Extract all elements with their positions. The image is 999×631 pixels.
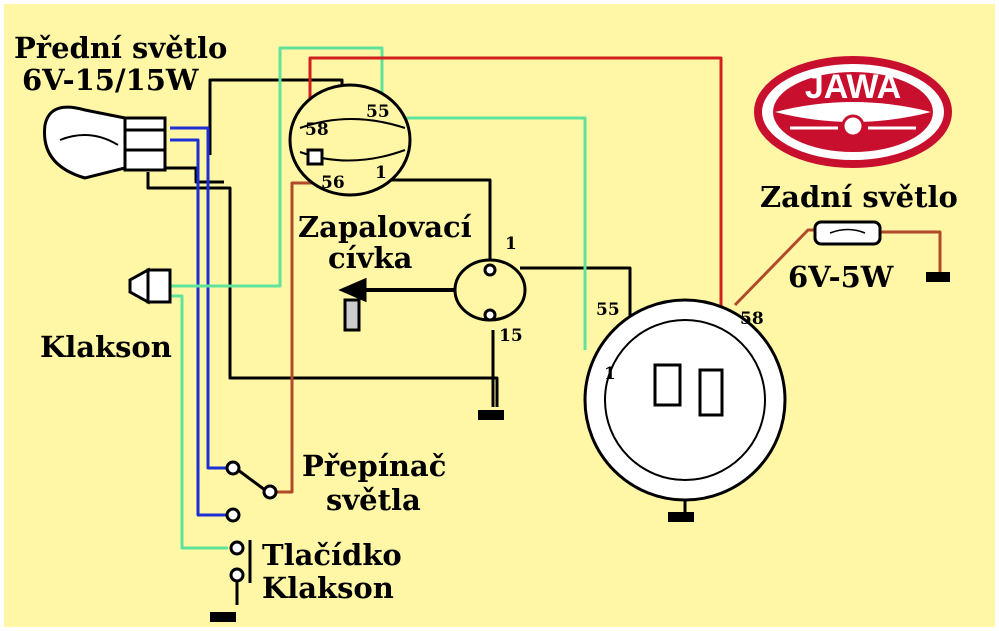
headlight-label-line1: Přední světlo xyxy=(14,31,228,65)
magneto-icon xyxy=(583,298,787,512)
ignition-coil-icon xyxy=(338,258,527,332)
terminal-coil-15: 15 xyxy=(499,326,523,346)
terminal-switch-58: 58 xyxy=(305,120,329,140)
ignition-switch-icon xyxy=(288,83,412,197)
terminal-magneto-1: 1 xyxy=(604,364,616,384)
ignition-coil-label-line2: cívka xyxy=(328,241,413,275)
wire-red-rearlight-to-ground xyxy=(880,230,942,272)
light-switch-label-line2: světla xyxy=(326,483,421,517)
horn-button-label-line1: Tlačídko xyxy=(262,538,402,572)
wire-blue-headlight-to-switch-lower xyxy=(170,138,228,517)
wire-black-switch1-to-coil xyxy=(372,178,492,265)
headlight-label-line2: 6V-15/15W xyxy=(22,63,199,97)
terminal-magneto-58: 58 xyxy=(740,309,764,329)
light-switch-label-line1: Přepínač xyxy=(302,449,447,483)
ground-icon xyxy=(210,272,950,622)
rear-light-label-line1: Zadní světlo xyxy=(760,180,958,214)
wire-black-headlight-inner xyxy=(160,166,224,184)
wire-green-horn-to-button xyxy=(170,294,228,550)
wire-green-horn-to-switch55 xyxy=(170,46,384,288)
rear-light-icon xyxy=(813,220,882,246)
horn-icon xyxy=(128,267,172,305)
horn-label: Klakson xyxy=(40,330,172,364)
rear-light-label-line2: 6V-5W xyxy=(788,260,894,294)
horn-button-icon xyxy=(229,540,252,605)
jawa-logo: JAWA xyxy=(754,56,952,168)
horn-button-label-line2: Klakson xyxy=(262,571,394,605)
ignition-coil-label-line1: Zapalovací xyxy=(298,210,472,244)
wire-green-switch55-to-magneto xyxy=(395,116,587,350)
wire-red-magneto-to-rearlight xyxy=(733,228,815,307)
logo-text: JAWA xyxy=(805,68,901,106)
terminal-magneto-55: 55 xyxy=(596,300,620,320)
headlight-bulb-icon xyxy=(43,105,167,180)
wire-red-switch58-to-magneto58 xyxy=(308,56,723,310)
wire-blue-headlight-to-switch-upper xyxy=(170,126,228,470)
terminal-switch-1: 1 xyxy=(375,163,387,183)
terminal-switch-55: 55 xyxy=(366,102,390,122)
terminal-switch-56: 56 xyxy=(321,173,345,193)
terminal-coil-1: 1 xyxy=(505,234,517,254)
wire-black-headlight-to-switch xyxy=(146,172,499,407)
light-switch-icon xyxy=(225,460,278,523)
